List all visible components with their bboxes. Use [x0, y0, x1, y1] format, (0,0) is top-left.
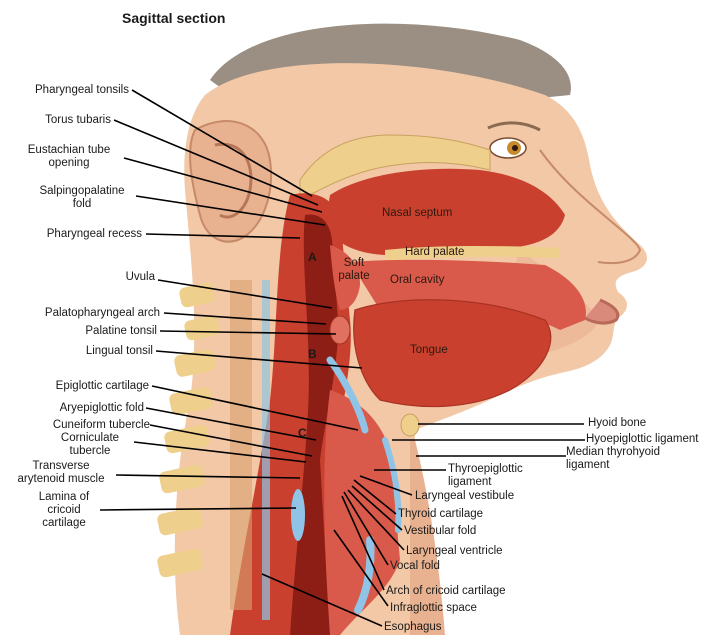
region-label-b: B: [308, 347, 317, 361]
label-median-thyrohyoid-ligament: Median thyrohyoid ligament: [566, 446, 660, 472]
label-lamina-of-cricoid-cartilage: Lamina of cricoid cartilage: [28, 491, 100, 530]
label-laryngeal-ventricle: Laryngeal ventricle: [406, 545, 503, 558]
label-torus-tubaris: Torus tubaris: [45, 114, 111, 127]
label-epiglottic-cartilage: Epiglottic cartilage: [56, 380, 149, 393]
label-transverse-arytenoid-muscle: Transverse arytenoid muscle: [6, 460, 116, 486]
label-cuneiform-tubercle: Cuneiform tubercle: [53, 419, 150, 432]
label-vocal-fold: Vocal fold: [390, 560, 440, 573]
label-laryngeal-vestibule: Laryngeal vestibule: [415, 490, 514, 503]
label-oral-cavity: Oral cavity: [390, 274, 444, 287]
label-aryepiglottic-fold: Aryepiglottic fold: [60, 402, 144, 415]
label-nasal-septum: Nasal septum: [382, 207, 452, 220]
hyoid-bone-shape: [401, 414, 419, 436]
label-soft-palate: Soft palate: [332, 257, 376, 283]
label-salpingopalatine-fold: Salpingopalatine fold: [28, 185, 136, 211]
label-uvula: Uvula: [126, 271, 155, 284]
palatine-tonsil-shape: [330, 316, 350, 344]
label-pharyngeal-tonsils: Pharyngeal tonsils: [35, 84, 129, 97]
label-eustachian-tube-opening: Eustachian tube opening: [16, 144, 122, 170]
label-thyroid-cartilage: Thyroid cartilage: [398, 508, 483, 521]
tongue-shape: [354, 300, 551, 407]
label-pharyngeal-recess: Pharyngeal recess: [47, 228, 142, 241]
label-corniculate-tubercle: Corniculate tubercle: [44, 432, 136, 458]
label-palatopharyngeal-arch: Palatopharyngeal arch: [45, 307, 160, 320]
label-hard-palate: Hard palate: [405, 246, 464, 259]
label-palatine-tonsil: Palatine tonsil: [85, 325, 157, 338]
label-thyroepiglottic-ligament: Thyroepiglottic ligament: [448, 463, 523, 489]
label-arch-of-cricoid-cartilage: Arch of cricoid cartilage: [386, 585, 506, 598]
figure-title: Sagittal section: [122, 10, 225, 26]
label-vestibular-fold: Vestibular fold: [404, 525, 476, 538]
label-infraglottic-space: Infraglottic space: [390, 602, 477, 615]
cricoid-lamina-shape: [291, 489, 305, 541]
label-lingual-tonsil: Lingual tonsil: [86, 345, 153, 358]
label-hyoepiglottic-ligament: Hyoepiglottic ligament: [586, 433, 699, 446]
region-label-a: A: [308, 250, 317, 264]
pupil: [512, 145, 518, 151]
region-label-c: C: [298, 426, 307, 440]
label-esophagus: Esophagus: [384, 621, 442, 634]
label-hyoid-bone: Hyoid bone: [588, 417, 646, 430]
label-tongue: Tongue: [410, 344, 448, 357]
